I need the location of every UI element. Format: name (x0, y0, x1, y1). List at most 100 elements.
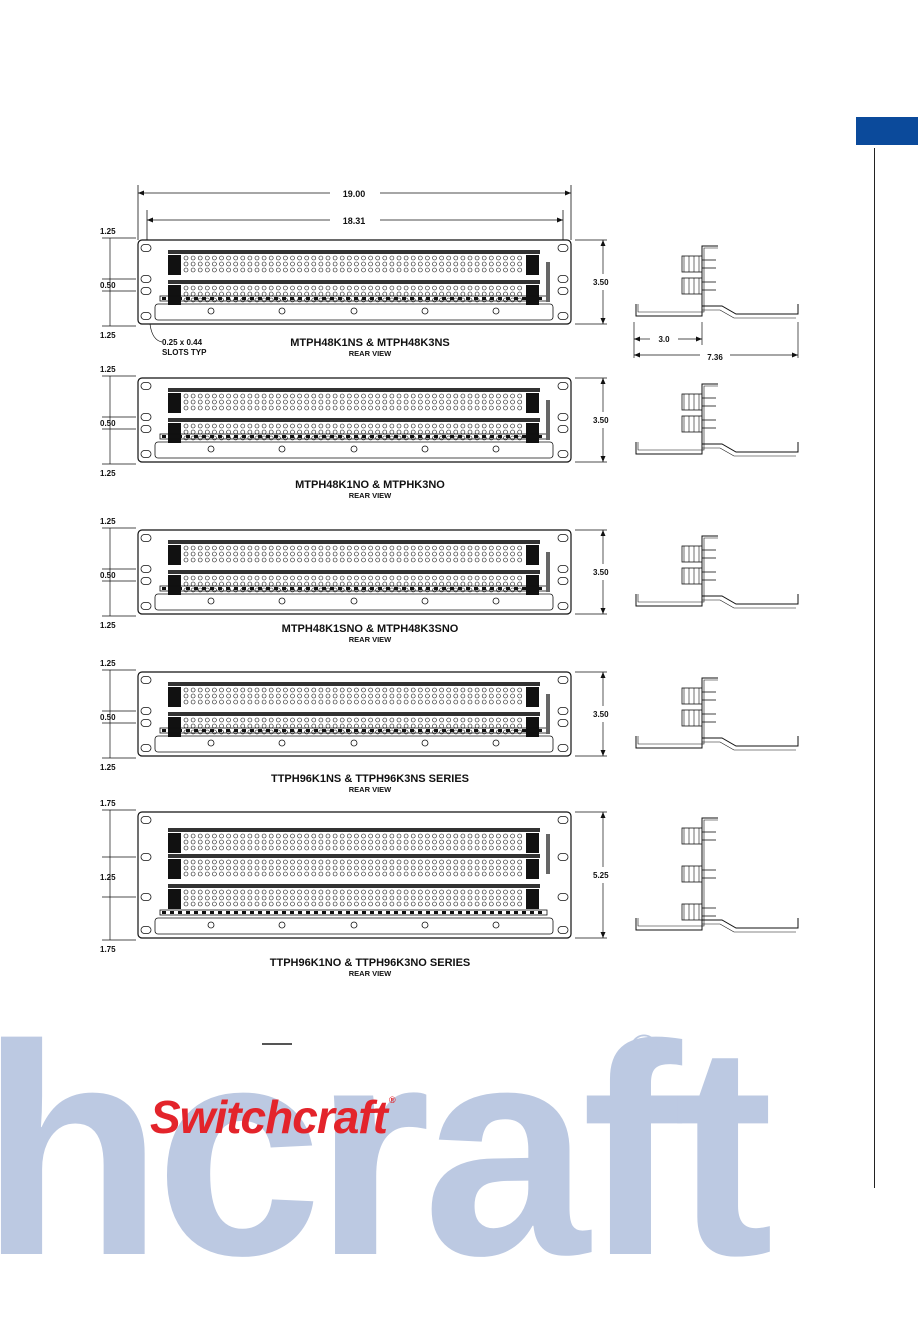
jack-hole (453, 687, 459, 693)
terminal-pin (466, 587, 470, 590)
terminal-pin (442, 587, 446, 590)
jack-hole (283, 717, 288, 723)
tray-profile (702, 918, 799, 929)
jack-hole (318, 901, 324, 907)
jack-hole (339, 399, 345, 405)
jack-hole (510, 545, 515, 551)
jack-hole (283, 285, 288, 291)
terminal-pin (346, 297, 350, 300)
terminal-pin (354, 587, 358, 590)
screw-hole (421, 739, 429, 747)
jack-hole (417, 423, 423, 429)
terminal-pin (210, 911, 214, 914)
jack-hole (361, 557, 366, 563)
jack-hole (467, 545, 473, 551)
jack-hole (233, 405, 238, 411)
jack-hole (481, 699, 487, 705)
jack-hole (439, 267, 444, 273)
jack-hole (297, 871, 302, 877)
terminal-pin (514, 587, 518, 590)
jack-hole (410, 255, 416, 261)
screw-hole (421, 445, 429, 453)
jack-hole (460, 393, 466, 399)
jack-hole (275, 845, 281, 851)
jack-hole (219, 889, 224, 895)
jack-block-left (168, 833, 181, 853)
jack-hole (247, 687, 253, 693)
screw-hole (492, 739, 500, 747)
jack-hole (290, 393, 295, 399)
terminal-pin (378, 297, 382, 300)
jack-hole (339, 845, 345, 851)
jack-hole (346, 717, 352, 723)
dim-height: 3.50 (593, 278, 609, 287)
screw-hole (278, 307, 286, 315)
terminal-pin (530, 297, 534, 300)
terminal-pin (434, 297, 438, 300)
jack-hole (318, 423, 324, 429)
jack-hole (332, 895, 338, 901)
jack-hole (332, 699, 338, 705)
terminal-pin (538, 729, 542, 732)
jack-hole (417, 261, 423, 267)
jack-hole (339, 687, 345, 693)
jack-hole (403, 393, 409, 399)
jack-hole (190, 839, 196, 845)
jack-hole (375, 859, 381, 865)
jack-hole (226, 839, 231, 845)
jack-hole (297, 901, 302, 907)
jack-hole (432, 901, 437, 907)
jack-hole (410, 393, 416, 399)
terminal-pin (394, 435, 398, 438)
jack-hole (503, 423, 508, 429)
jack-hole (439, 255, 444, 261)
jack-hole (517, 423, 523, 429)
jack-hole (474, 693, 480, 699)
jack-hole (517, 889, 523, 895)
jack-hole (212, 575, 217, 581)
jack-hole (389, 901, 395, 907)
jack-hole (439, 871, 444, 877)
jack-hole (375, 699, 381, 705)
jack-hole (205, 901, 210, 907)
jack-hole (283, 871, 288, 877)
jack-hole (389, 285, 395, 291)
jack-hole (183, 393, 189, 399)
mounting-slot (557, 602, 569, 610)
jack-hole (219, 255, 224, 261)
jack-hole (233, 575, 238, 581)
jack-hole (517, 859, 523, 865)
jack-hole (332, 859, 338, 865)
jack-hole (325, 545, 331, 551)
jack-hole (417, 865, 423, 871)
jack-hole (339, 889, 345, 895)
jack-hole (233, 557, 238, 563)
jack-hole (254, 865, 260, 871)
jack-block-left (168, 889, 181, 909)
terminal-pin (514, 729, 518, 732)
jack-hole (212, 889, 217, 895)
jack-hole (261, 889, 267, 895)
terminal-pin (170, 297, 174, 300)
jack-hole (446, 833, 452, 839)
jack-hole (268, 865, 274, 871)
terminal-pin (210, 297, 214, 300)
jack-hole (275, 901, 281, 907)
jack-hole (332, 423, 338, 429)
jack-hole (233, 261, 238, 267)
jack-hole (275, 687, 281, 693)
jack-hole (226, 717, 231, 723)
jack-hole (460, 839, 466, 845)
terminal-pin (370, 297, 374, 300)
jack-hole (503, 575, 508, 581)
jack-hole (481, 901, 487, 907)
jack-hole (240, 833, 246, 839)
jack-hole (354, 267, 359, 273)
jack-hole (425, 871, 430, 877)
jack-hole (304, 895, 310, 901)
jack-hole (503, 687, 508, 693)
mounting-slot (140, 534, 152, 542)
jack-hole (410, 545, 416, 551)
terminal-pin (426, 297, 430, 300)
jack-block-left (168, 545, 181, 565)
